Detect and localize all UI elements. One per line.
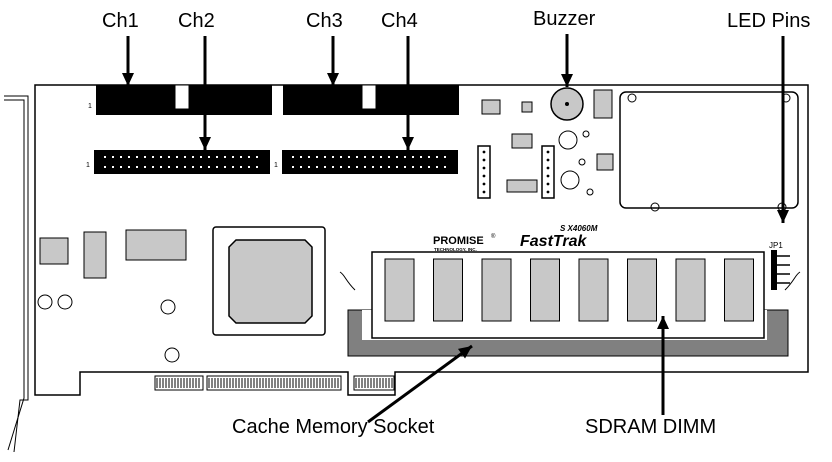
pin1-marker-ch4: 1 — [274, 162, 278, 169]
pin1-marker-ch1: 1 — [88, 103, 92, 110]
callout-labels: Ch1 Ch2 Ch3 Ch4 Buzzer LED Pins Cache Me… — [102, 8, 810, 438]
board-branding: PROMISE ® TECHNOLOGY, INC. FastTrak S X4… — [433, 224, 783, 252]
gold-fingers — [154, 375, 395, 391]
label-ch1: Ch1 — [102, 10, 139, 32]
processor-chip — [212, 226, 326, 336]
channel-connectors: 1 1 1 — [86, 84, 459, 174]
label-ch2: Ch2 — [178, 10, 215, 32]
label-led-pins: LED Pins — [727, 10, 810, 32]
label-ch3: Ch3 — [306, 10, 343, 32]
product-name: FastTrak — [520, 233, 588, 250]
model-number: S X4060M — [560, 224, 598, 233]
label-buzzer: Buzzer — [533, 8, 596, 30]
pin1-marker-ch2: 1 — [86, 162, 90, 169]
sdram-dimm — [371, 251, 765, 339]
brand-sub: TECHNOLOGY, INC. — [434, 247, 477, 252]
pointer-arrows — [122, 34, 789, 424]
led-pins-header — [771, 250, 790, 290]
left-components — [37, 229, 187, 363]
jumper-label: JP1 — [769, 241, 783, 250]
module-outline — [619, 91, 799, 212]
label-ch4: Ch4 — [381, 10, 418, 32]
ch4-connector — [282, 150, 458, 174]
brand-name: PROMISE — [433, 235, 484, 247]
buzzer — [550, 87, 584, 121]
ch2-connector — [94, 150, 270, 174]
label-cache-socket: Cache Memory Socket — [232, 416, 435, 438]
brand-reg: ® — [491, 233, 496, 240]
label-sdram: SDRAM DIMM — [585, 416, 716, 438]
small-components — [477, 89, 614, 199]
